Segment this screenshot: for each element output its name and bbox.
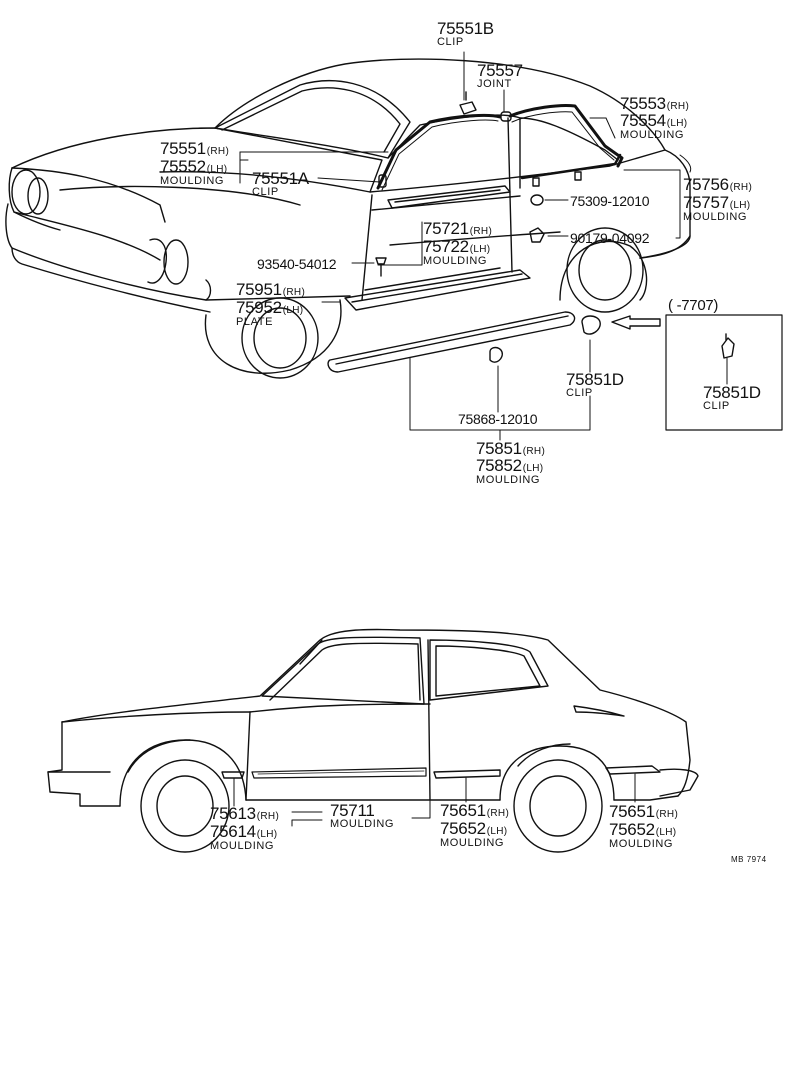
label-75757: 75757(LH) MOULDING <box>683 194 750 223</box>
part-number: 93540-54012 <box>257 256 337 272</box>
part-name: MOULDING <box>476 474 541 486</box>
part-number: 90179-04092 <box>570 230 650 246</box>
label-75652-rear: 75652(LH) MOULDING <box>609 821 676 850</box>
label-75554: 75554(LH) MOULDING <box>620 112 687 141</box>
side-code: (LH) <box>729 200 751 211</box>
part-number: 75651 <box>609 802 655 821</box>
part-name: PLATE <box>236 316 274 328</box>
label-75551B: 75551B CLIP <box>437 20 494 48</box>
part-number: 75551B <box>437 19 494 38</box>
part-number: 75614 <box>210 822 256 841</box>
inset-box <box>666 315 782 430</box>
label-75651-front: 75651(RH) <box>440 802 509 820</box>
label-75851: 75851(RH) <box>476 440 545 458</box>
part-number: 75551A <box>252 169 309 188</box>
side-code: (LH) <box>522 463 544 474</box>
car-top-view <box>6 59 690 378</box>
part-number: 75757 <box>683 193 729 212</box>
leader-lines-bottom <box>234 774 635 826</box>
part-name: CLIP <box>566 387 593 399</box>
label-75652-front: 75652(LH) MOULDING <box>440 820 507 849</box>
part-name: MOULDING <box>330 818 395 830</box>
part-name: CLIP <box>703 400 730 412</box>
label-75557: 75557 JOINT <box>477 62 523 90</box>
label-75309: 75309-12010 <box>570 193 650 210</box>
part-number: 75651 <box>440 801 486 820</box>
part-number: 75721 <box>423 219 469 238</box>
side-code: (LH) <box>256 829 278 840</box>
part-number: 75722 <box>423 237 469 256</box>
inset-range-text: ( -7707) <box>668 297 719 314</box>
label-75552: 75552(LH) MOULDING <box>160 158 227 187</box>
side-code: (RH) <box>666 101 690 112</box>
side-code: (RH) <box>655 809 679 820</box>
label-75851D-inset: 75851D CLIP <box>703 384 761 412</box>
part-name: JOINT <box>477 78 512 90</box>
side-code: (LH) <box>486 826 508 837</box>
part-name: MOULDING <box>620 129 685 141</box>
side-code: (LH) <box>282 305 304 316</box>
part-name: MOULDING <box>423 255 488 267</box>
label-90179: 90179-04092 <box>570 230 650 247</box>
label-75651-rear: 75651(RH) <box>609 803 678 821</box>
car-side-view <box>48 629 698 852</box>
label-75722: 75722(LH) MOULDING <box>423 238 490 267</box>
side-code: (LH) <box>655 827 677 838</box>
side-code: (RH) <box>729 182 753 193</box>
label-75551A: 75551A CLIP <box>252 170 309 198</box>
label-75952: 75952(LH) PLATE <box>236 299 303 328</box>
part-name: MOULDING <box>609 838 674 850</box>
part-name: CLIP <box>252 186 279 198</box>
part-name: MOULDING <box>160 175 225 187</box>
part-number: 75756 <box>683 175 729 194</box>
part-name: MOULDING <box>210 840 275 852</box>
side-code: (LH) <box>469 244 491 255</box>
side-code: (RH) <box>256 811 280 822</box>
side-code: (RH) <box>522 446 546 457</box>
part-name: MOULDING <box>440 837 505 849</box>
part-number: 75951 <box>236 280 282 299</box>
label-75756: 75756(RH) <box>683 176 752 194</box>
part-number: 75852 <box>476 456 522 475</box>
side-code: (LH) <box>666 118 688 129</box>
part-number: 75554 <box>620 111 666 130</box>
part-number: 75868-12010 <box>458 411 538 427</box>
part-number: 75557 <box>477 61 523 80</box>
part-number: 75552 <box>160 157 206 176</box>
side-code: (RH) <box>469 226 493 237</box>
part-number: 75551 <box>160 139 206 158</box>
label-75852: 75852(LH) MOULDING <box>476 457 543 486</box>
label-75868: 75868-12010 <box>458 411 538 428</box>
side-code: (RH) <box>486 808 510 819</box>
part-number: 75652 <box>440 819 486 838</box>
label-75851D: 75851D CLIP <box>566 371 624 399</box>
part-number: 75851D <box>703 383 761 402</box>
leader-lines-top <box>240 52 691 440</box>
label-93540: 93540-54012 <box>257 256 337 273</box>
side-code: (LH) <box>206 164 228 175</box>
side-code: (RH) <box>206 146 230 157</box>
label-75613: 75613(RH) <box>210 805 279 823</box>
part-number: 75652 <box>609 820 655 839</box>
label-75553: 75553(RH) <box>620 95 689 113</box>
part-number: 75851 <box>476 439 522 458</box>
label-75551: 75551(RH) <box>160 140 229 158</box>
part-number: 75711 <box>330 801 375 820</box>
part-number: 75952 <box>236 298 282 317</box>
part-name: CLIP <box>437 36 464 48</box>
label-75951: 75951(RH) <box>236 281 305 299</box>
side-code: (RH) <box>282 287 306 298</box>
label-75614: 75614(LH) MOULDING <box>210 823 277 852</box>
part-number: 75309-12010 <box>570 193 650 209</box>
part-number: 75553 <box>620 94 666 113</box>
part-name: MOULDING <box>683 211 748 223</box>
label-75721: 75721(RH) <box>423 220 492 238</box>
part-number: 75851D <box>566 370 624 389</box>
label-75711: 75711 MOULDING <box>330 802 394 830</box>
figure-code: MB 7974 <box>731 855 767 864</box>
inset-range: ( -7707) <box>668 298 718 314</box>
part-number: 75613 <box>210 804 256 823</box>
